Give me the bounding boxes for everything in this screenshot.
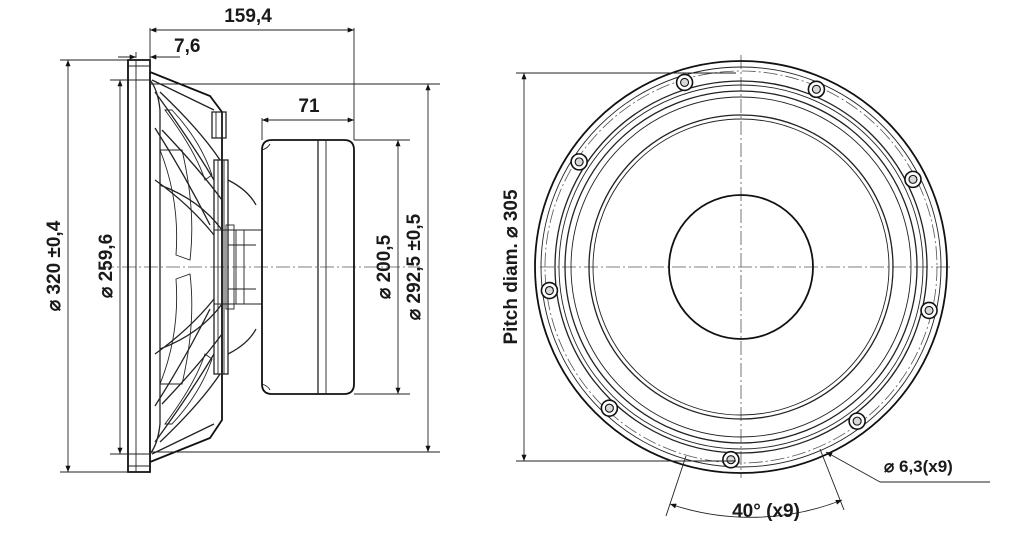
mounting-hole: [540, 281, 559, 300]
front-view: Pitch diam. ⌀ 305 ⌀ 6,3(x9) 40° (x9): [501, 55, 990, 522]
mounting-hole: [570, 153, 588, 171]
hole-spec-value: 6,3(x9): [899, 457, 953, 476]
hole-angle-label: 40° (x9): [732, 501, 800, 522]
magnet-diameter-label: ⌀ 200,5: [374, 234, 395, 299]
magnet-depth-label: 71: [298, 96, 320, 117]
dim-arc-hole-angle: [669, 499, 843, 518]
diameter-symbol: ⌀: [884, 457, 895, 476]
flange-thickness-label: 7,6: [174, 36, 200, 57]
cone-diameter-value: 259,6: [96, 234, 117, 282]
baffle-cutout-label: ⌀ 292,5 ±0,5: [404, 213, 425, 320]
pitch-diameter-caption: Pitch diam.: [501, 243, 522, 344]
outer-diameter-label: ⌀ 320 ±0,4: [44, 220, 65, 311]
surround-inner: [588, 114, 894, 420]
cone-surround: [149, 79, 161, 455]
cone-diameter-label: ⌀ 259,6: [96, 234, 117, 298]
mounting-hole: [600, 399, 619, 417]
mounting-flange: [127, 59, 151, 473]
hole-spec-label: ⌀ 6,3(x9): [884, 457, 953, 476]
outer-diameter-value: 320 ±0,4: [44, 220, 65, 294]
baffle-cutout-value: 292,5 ±0,5: [404, 213, 425, 303]
mounting-hole: [904, 170, 922, 189]
overall-depth-label: 159,4: [224, 6, 272, 27]
mounting-hole: [920, 301, 938, 320]
pitch-circle: [544, 70, 938, 464]
magnet-diameter-value: 200,5: [374, 234, 395, 282]
diameter-symbol: ⌀: [374, 287, 395, 299]
pitch-diameter-value: 305: [501, 189, 522, 221]
mounting-hole: [848, 412, 866, 430]
pitch-diameter-label: Pitch diam. ⌀ 305: [501, 189, 522, 345]
mounting-hole: [675, 73, 694, 92]
dust-cap: [668, 194, 814, 340]
diameter-symbol: ⌀: [44, 299, 65, 311]
mounting-hole: [722, 450, 740, 469]
diameter-symbol: ⌀: [501, 226, 522, 238]
diameter-symbol: ⌀: [404, 308, 425, 320]
magnet-assembly: [261, 139, 355, 395]
frame-outer-edge: [534, 60, 948, 474]
mounting-hole: [807, 80, 826, 99]
surround-outer: [564, 90, 918, 444]
side-view: 159,4 7,6 71 ⌀ 320 ±0,4 ⌀ 259,6 ⌀ 200,5 …: [44, 6, 440, 473]
mounting-holes: [540, 73, 938, 469]
basket-outline: [149, 71, 223, 463]
diameter-symbol: ⌀: [96, 286, 117, 298]
